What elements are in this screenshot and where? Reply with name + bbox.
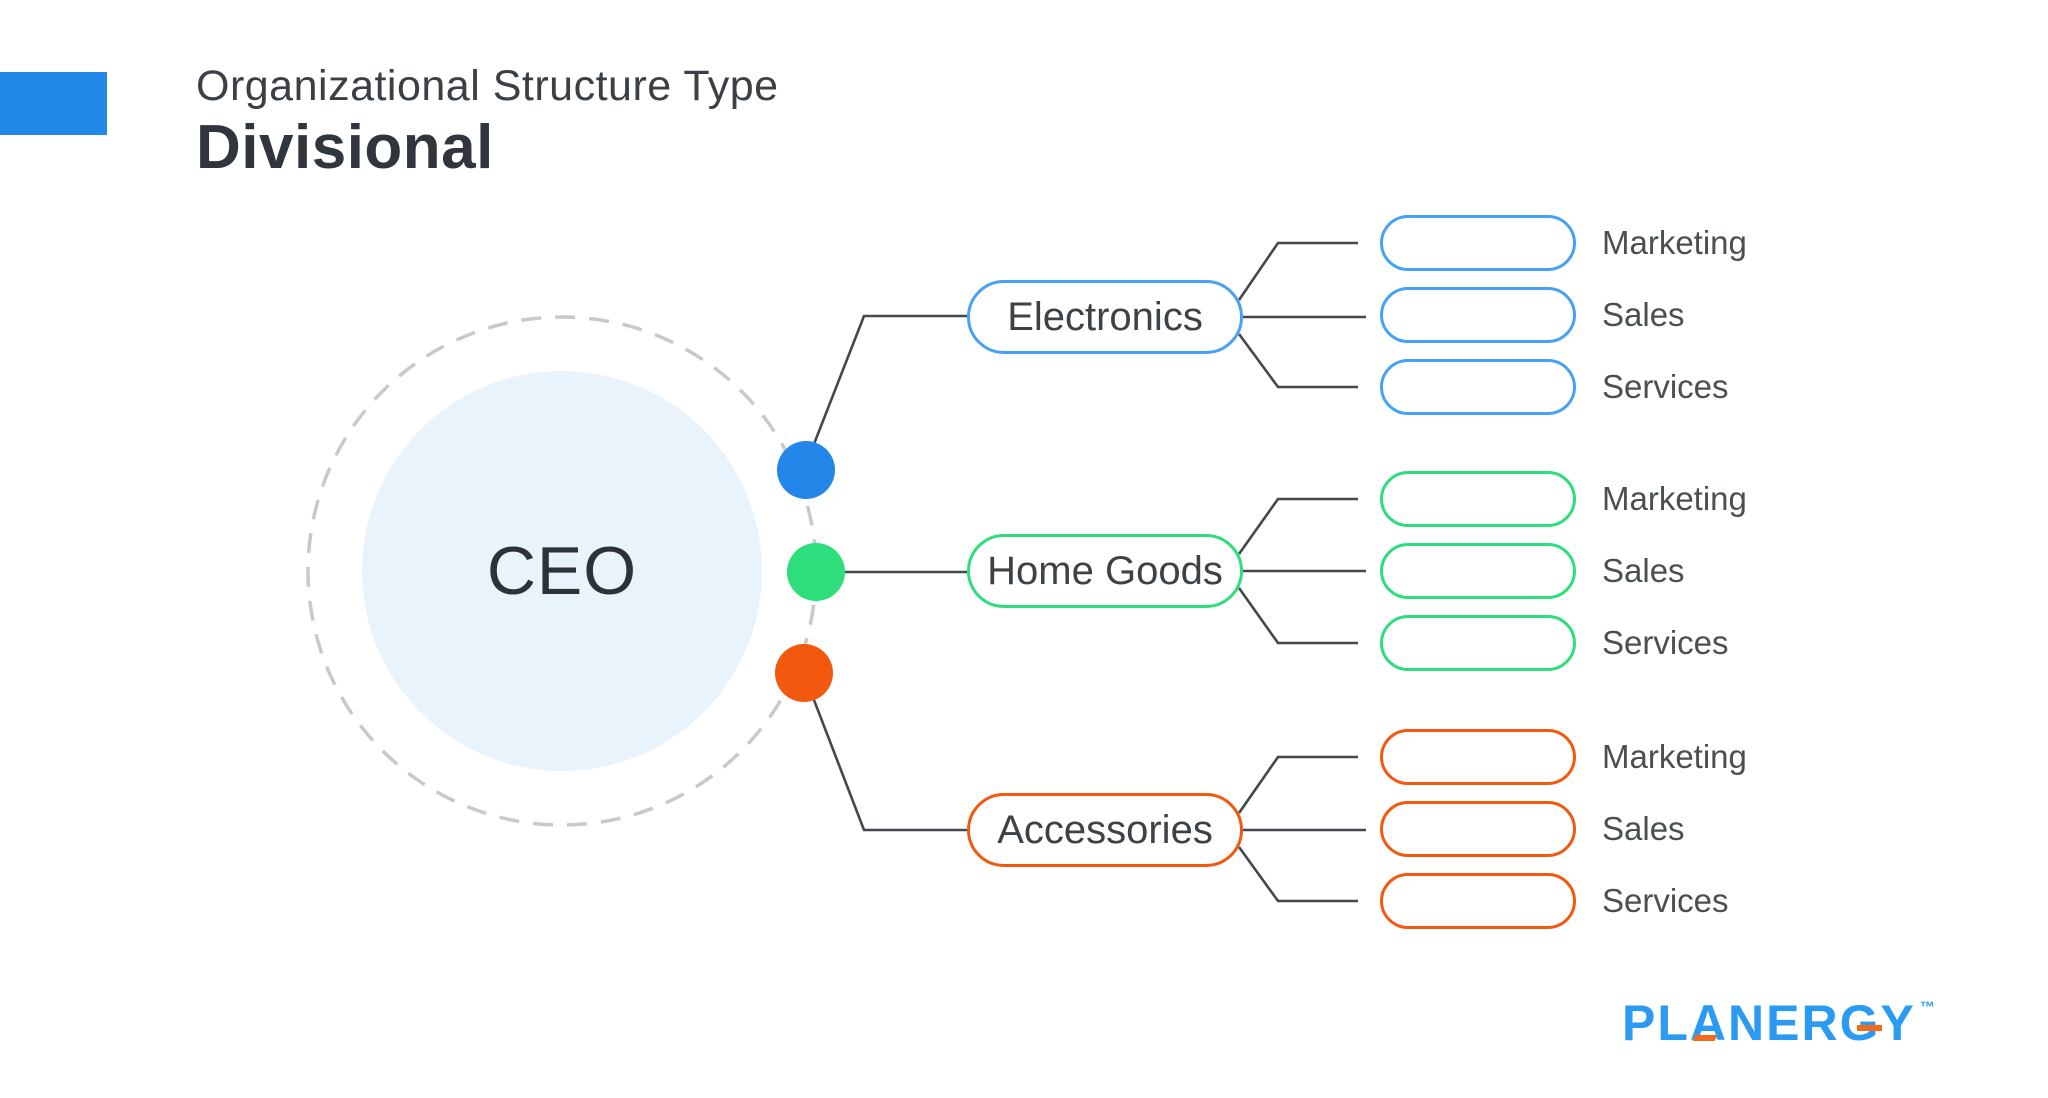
connector-electronics-marketing (1237, 241, 1358, 301)
department-label-homegoods-sales: Sales (1602, 552, 1685, 589)
department-pill-electronics-marketing (1380, 215, 1576, 271)
connector-ceo-accessories (812, 699, 967, 832)
connector-accessories-marketing (1237, 755, 1358, 814)
connector-electronics-services (1237, 333, 1358, 389)
division-pill-accessories: Accessories (967, 793, 1243, 867)
department-label-accessories-services: Services (1602, 882, 1729, 919)
ceo-circle (362, 371, 762, 771)
chart-title: Divisional (196, 113, 494, 182)
department-pill-accessories-services (1380, 873, 1576, 929)
logo-letter-g: G (1839, 995, 1882, 1051)
accessories-dot (775, 644, 833, 702)
department-pill-electronics-services (1380, 359, 1576, 415)
homegoods-dot (787, 543, 845, 601)
connector-ceo-electronics (812, 314, 967, 445)
division-label-accessories: Accessories (997, 807, 1213, 852)
department-label-electronics-services: Services (1602, 368, 1729, 405)
department-label-electronics-sales: Sales (1602, 296, 1685, 333)
connector-homegoods-marketing (1237, 497, 1358, 555)
chart-category: Organizational Structure Type (196, 62, 779, 110)
department-label-accessories-marketing: Marketing (1602, 738, 1747, 775)
connector-homegoods-services (1237, 587, 1358, 645)
division-label-electronics: Electronics (1007, 294, 1203, 339)
department-pill-electronics-sales (1380, 287, 1576, 343)
logo-trademark: ™ (1919, 999, 1937, 1016)
division-pill-homegoods: Home Goods (967, 534, 1243, 608)
division-label-homegoods: Home Goods (987, 548, 1223, 593)
department-label-electronics-marketing: Marketing (1602, 224, 1747, 261)
department-pill-homegoods-marketing (1380, 471, 1576, 527)
logo-letter-l: L (1657, 995, 1690, 1051)
department-pill-accessories-marketing (1380, 729, 1576, 785)
logo-letter-p: P (1622, 995, 1658, 1051)
logo-letter-n: N (1728, 995, 1767, 1051)
planergy-logo: P L A N E R G Y ™ (1622, 998, 1937, 1048)
logo-letter-y: Y (1880, 995, 1916, 1051)
connector-accessories-services (1237, 846, 1358, 903)
department-label-homegoods-services: Services (1602, 624, 1729, 661)
logo-letter-e: E (1766, 995, 1802, 1051)
logo-letter-r: R (1801, 995, 1840, 1051)
department-pill-homegoods-services (1380, 615, 1576, 671)
department-label-homegoods-marketing: Marketing (1602, 480, 1747, 517)
division-pill-electronics: Electronics (967, 280, 1243, 354)
header-accent-bar (0, 72, 107, 135)
logo-letter-a: A (1689, 995, 1729, 1051)
ceo-label: CEO (486, 533, 638, 609)
department-pill-accessories-sales (1380, 801, 1576, 857)
department-pill-homegoods-sales (1380, 543, 1576, 599)
department-label-accessories-sales: Sales (1602, 810, 1685, 847)
electronics-dot (777, 441, 835, 499)
